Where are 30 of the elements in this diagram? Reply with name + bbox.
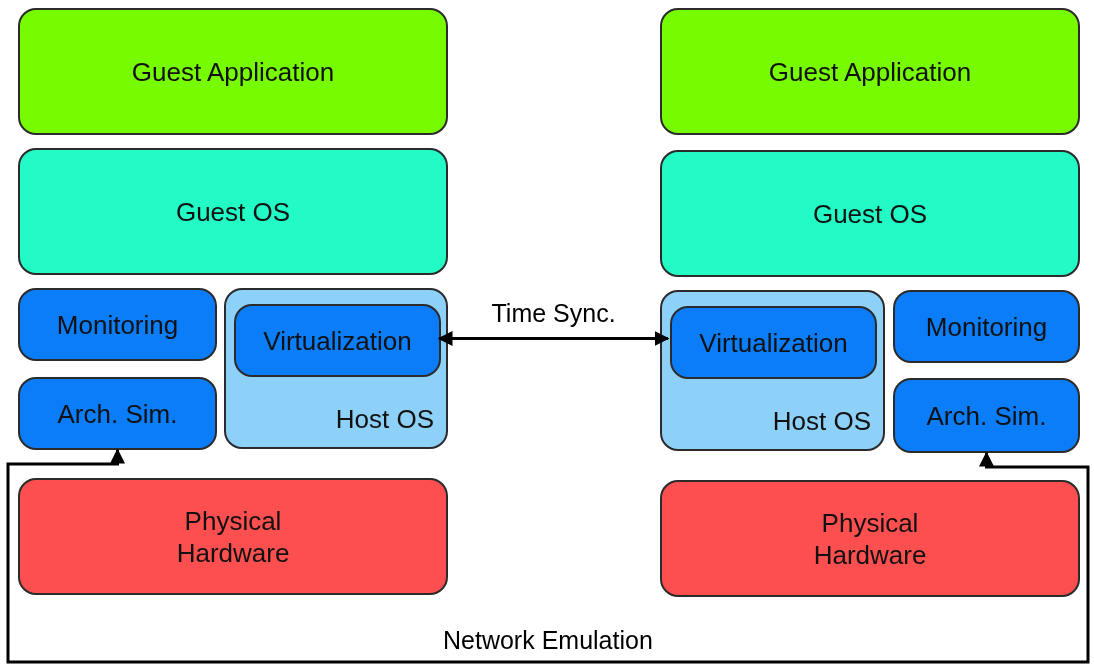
layer-box xyxy=(670,306,877,379)
arrow xyxy=(6,448,1090,664)
layer-label: Virtualization xyxy=(263,324,412,357)
layer-label: Physical Hardware xyxy=(812,506,928,571)
layer-box xyxy=(660,8,1080,135)
layer-box xyxy=(893,290,1080,363)
layer-box xyxy=(18,377,217,450)
layer-box xyxy=(660,150,1080,277)
layer-box xyxy=(224,288,448,449)
layer-label: Virtualization xyxy=(699,326,848,359)
layer-label: Guest OS xyxy=(812,197,928,230)
layer-box xyxy=(234,304,441,377)
layer-box xyxy=(660,480,1080,597)
layer-box xyxy=(18,288,217,361)
layer-box xyxy=(18,8,448,135)
layer-box xyxy=(893,378,1080,453)
layer-label: Physical Hardware xyxy=(175,504,291,569)
layer-box xyxy=(660,290,885,451)
layer-box xyxy=(18,148,448,275)
layer-label: Guest Application xyxy=(131,55,335,88)
layer-label: Monitoring xyxy=(925,310,1048,343)
layer-label: Arch. Sim. xyxy=(926,399,1047,432)
layer-label: Guest OS xyxy=(175,195,291,228)
layer-box xyxy=(18,478,448,595)
layer-label: Guest Application xyxy=(768,55,972,88)
arrow xyxy=(437,331,670,346)
layer-label: Monitoring xyxy=(56,308,179,341)
layer-label: Arch. Sim. xyxy=(57,397,178,430)
layer-label: Host OS xyxy=(335,403,434,435)
layer-label: Host OS xyxy=(772,405,871,437)
